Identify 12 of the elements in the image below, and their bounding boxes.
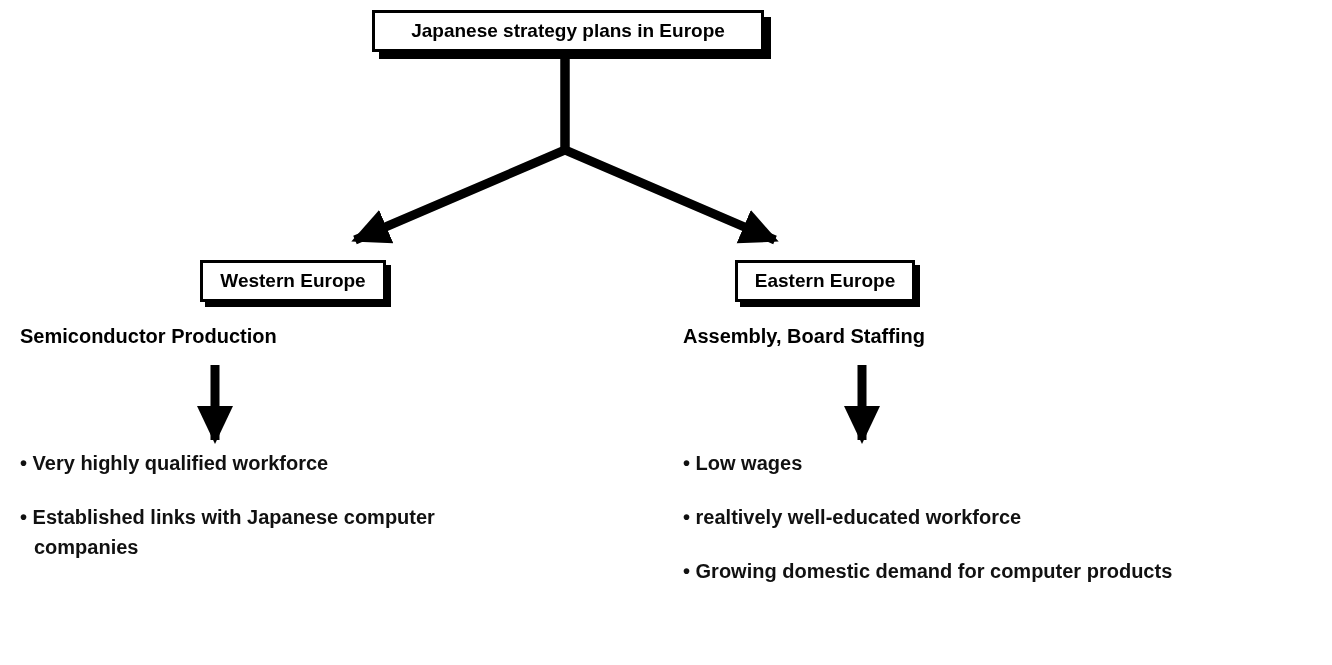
box-label: Eastern Europe [754, 270, 896, 292]
bullet-item: • Established links with Japanese computer companies [20, 505, 436, 560]
arrow [844, 365, 880, 444]
heading-text: Semiconductor Production [20, 325, 277, 347]
bullet-item: • Low wages [683, 451, 804, 476]
arrow [197, 365, 233, 444]
bullet-item: • realtively well-educated workforce [683, 505, 1023, 530]
bullet-item: • Growing domestic demand for computer products [683, 559, 1174, 584]
box-label: Western Europe [220, 270, 366, 292]
heading-text: Assembly, Board Staffing [683, 325, 925, 347]
box-label: Japanese strategy plans in Europe [411, 20, 725, 42]
bullet-item: • Very highly qualified workforce [20, 451, 330, 476]
